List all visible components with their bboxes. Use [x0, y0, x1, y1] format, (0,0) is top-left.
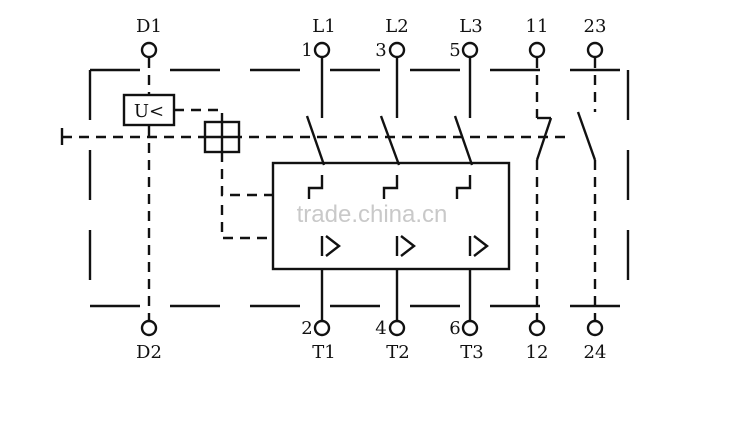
- thermal-trip-symbol: [320, 235, 341, 257]
- terminal-number: 3: [375, 40, 386, 61]
- terminal-label: 23: [584, 16, 607, 37]
- terminal-label: 24: [584, 342, 607, 363]
- aux-contact-nc: [535, 58, 553, 320]
- terminal-label: T1: [312, 342, 335, 363]
- main-pole-3: [453, 58, 489, 320]
- coupling-symbol: [203, 120, 273, 240]
- terminal-label: L3: [459, 16, 482, 37]
- terminal-L3: L3 5: [449, 16, 482, 61]
- terminal-L1: L1 1: [301, 16, 335, 61]
- terminal-label: L1: [312, 16, 335, 37]
- enclosure-outline: [88, 68, 630, 308]
- mechanical-link-line: [60, 128, 570, 145]
- terminal-number: 5: [449, 40, 460, 61]
- terminal-11: 11: [526, 16, 549, 59]
- terminal-T1: 2 T1: [301, 318, 335, 363]
- terminal-D2: D2: [136, 319, 162, 363]
- undervoltage-label: U<: [134, 101, 164, 122]
- terminal-T2: 4 T2: [375, 318, 409, 363]
- terminal-label: 11: [526, 16, 549, 37]
- main-pole-1: [305, 58, 341, 320]
- terminal-number: 2: [301, 318, 312, 339]
- terminal-number: 1: [301, 40, 312, 61]
- overload-trip-block: [271, 161, 511, 271]
- terminal-label: L2: [385, 16, 408, 37]
- terminal-D1: D1: [136, 16, 162, 59]
- watermark: trade.china.cn: [297, 201, 448, 228]
- aux-contact-no: [576, 58, 597, 320]
- terminal-L2: L2 3: [375, 16, 408, 61]
- terminal-label: D1: [136, 16, 162, 37]
- thermal-trip-symbol: [395, 235, 416, 257]
- terminal-label: T2: [386, 342, 409, 363]
- main-pole-2: [379, 58, 416, 320]
- thermal-trip-symbol: [468, 235, 489, 257]
- terminal-23: 23: [584, 16, 607, 59]
- terminal-24: 24: [584, 319, 607, 363]
- terminal-number: 6: [449, 318, 460, 339]
- terminal-label: T3: [460, 342, 483, 363]
- undervoltage-branch: U<: [122, 58, 224, 320]
- terminal-label: 12: [526, 342, 549, 363]
- terminal-T3: 6 T3: [449, 318, 483, 363]
- terminal-number: 4: [375, 318, 386, 339]
- terminal-12: 12: [526, 319, 549, 363]
- terminal-label: D2: [136, 342, 162, 363]
